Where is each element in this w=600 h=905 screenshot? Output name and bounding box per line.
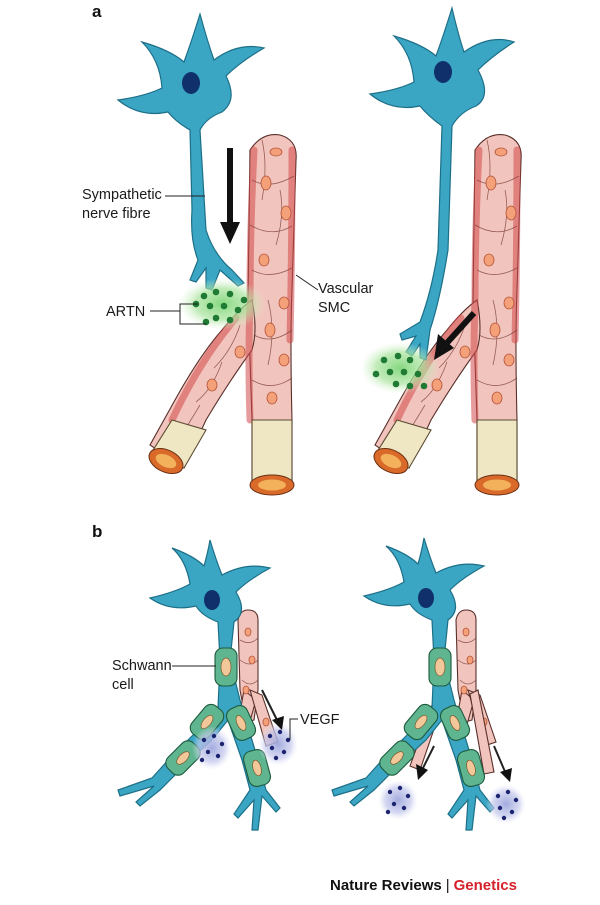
nucleus-b-right [418, 588, 434, 608]
svg-text:cell: cell [112, 677, 134, 693]
panel-b-left [117, 539, 298, 831]
neuron-a-left [116, 11, 266, 291]
panel-b-right [331, 537, 526, 831]
panel-a-right [360, 5, 521, 495]
vegf-cloud-b-right-2 [486, 784, 526, 824]
svg-text:Schwann: Schwann [112, 658, 172, 674]
nucleus-b-left [204, 590, 220, 610]
journal-section: Genetics [453, 877, 517, 894]
journal-credit: Nature Reviews|Genetics [330, 877, 517, 894]
vegf-cloud-b-left-1 [192, 726, 232, 770]
growth-arrow-a-right [443, 310, 477, 347]
nucleus-a-left [182, 72, 200, 94]
vegf-dots-b-right [385, 785, 519, 821]
svg-text:VEGF: VEGF [300, 712, 340, 728]
neuron-b-left [117, 539, 281, 831]
credit-separator: | [445, 877, 450, 894]
vegf-arrow-b-right-2 [493, 745, 507, 775]
schwann-cells-b-right [379, 647, 486, 787]
svg-text:Vascular: Vascular [318, 281, 374, 297]
vegf-arrow-b-right-1 [421, 745, 435, 771]
label-artn: ARTN [106, 303, 206, 325]
label-vascular-smc: Vascular SMC [295, 274, 374, 316]
svg-text:ARTN: ARTN [106, 304, 145, 320]
svg-text:nerve fibre: nerve fibre [82, 206, 151, 222]
artn-dots-left [192, 288, 248, 326]
nucleus-a-right [434, 61, 452, 83]
label-sympathetic: Sympathetic nerve fibre [82, 187, 205, 222]
vegf-cloud-b-right-1 [378, 780, 418, 820]
label-schwann-cell: Schwann cell [112, 658, 216, 693]
growth-arrow-head-a-left [220, 222, 240, 244]
vegf-arrow-head-b-right-2 [500, 768, 512, 782]
growth-arrow-head-a-right [434, 334, 454, 360]
vegf-arrow-head-b-right-1 [416, 764, 428, 780]
panel-letter-b: b [92, 522, 102, 541]
artn-cloud-right [360, 342, 440, 394]
vegf-arrow-b-left [261, 689, 279, 723]
panel-a-left [116, 11, 296, 495]
vegf-cloud-b-left-2 [258, 722, 298, 766]
panel-letter-a: a [92, 2, 102, 21]
neuron-b-right [331, 537, 495, 831]
svg-text:SMC: SMC [318, 300, 350, 316]
vegf-dots-b-left [199, 729, 291, 763]
artn-dots-right [372, 352, 428, 390]
neuron-a-right [368, 5, 516, 361]
artery-b-right-branch-right [469, 689, 495, 775]
label-vegf: VEGF [289, 712, 340, 740]
journal-name: Nature Reviews [330, 877, 442, 894]
vegf-arrow-head-b-left [272, 716, 284, 730]
svg-text:Sympathetic: Sympathetic [82, 187, 162, 203]
